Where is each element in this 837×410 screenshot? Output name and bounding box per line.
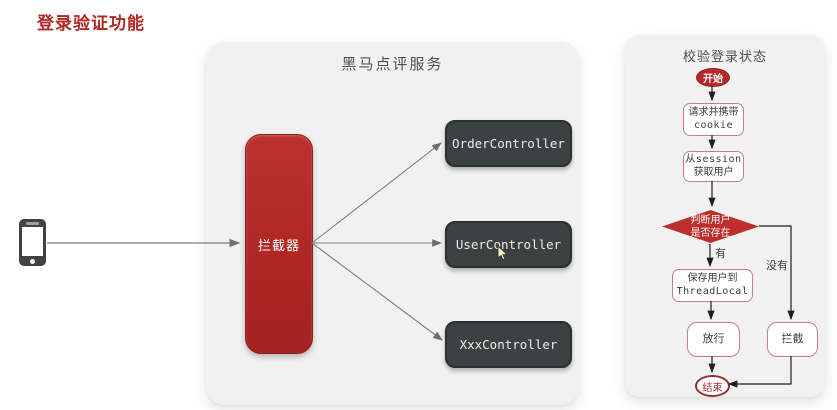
flow-save-node: 保存用户到 ThreadLocal [672,269,753,302]
save-node-line1: 保存用户到 [687,273,738,284]
pass-node-label: 放行 [702,332,725,345]
phone-home-button [30,259,35,264]
mouse-cursor [497,245,509,261]
block-node-label: 拦截 [781,332,804,345]
phone-speaker [26,222,39,225]
session-node-line2: 获取用户 [693,166,734,178]
smartphone-icon [19,219,46,266]
flow-block-node: 拦截 [767,322,818,357]
flow-end-node: 结束 [695,375,730,397]
user-controller-node: UserController [445,221,572,268]
flow-panel-title: 校验登录状态 [682,49,767,64]
phone-screen [22,227,43,256]
flow-session-node: 从session 获取用户 [683,151,744,182]
order-controller-node: OrderController [445,120,572,167]
service-panel-title: 黑马点评服务 [341,56,444,73]
edge-label-no: 没有 [766,260,788,272]
flow-pass-node: 放行 [687,322,740,357]
page-title: 登录验证功能 [37,14,145,33]
flow-cookie-node: 请求并携带 cookie [683,103,744,136]
xxx-controller-node: XxxController [445,321,572,368]
session-node-line1: 从session [685,154,742,165]
edge-label-yes: 有 [715,248,726,260]
cookie-node-line2: cookie [693,119,734,131]
decision-line1: 判断用户 [690,214,731,226]
interceptor-node: 拦截器 [245,134,313,354]
cookie-node-line1: 请求并携带 [688,107,739,118]
save-node-line2: ThreadLocal [676,285,749,297]
flow-start-node: 开始 [696,68,730,87]
decision-line2: 是否存在 [690,227,731,239]
decision-diamond-text: 判断用户 是否存在 [662,210,759,243]
